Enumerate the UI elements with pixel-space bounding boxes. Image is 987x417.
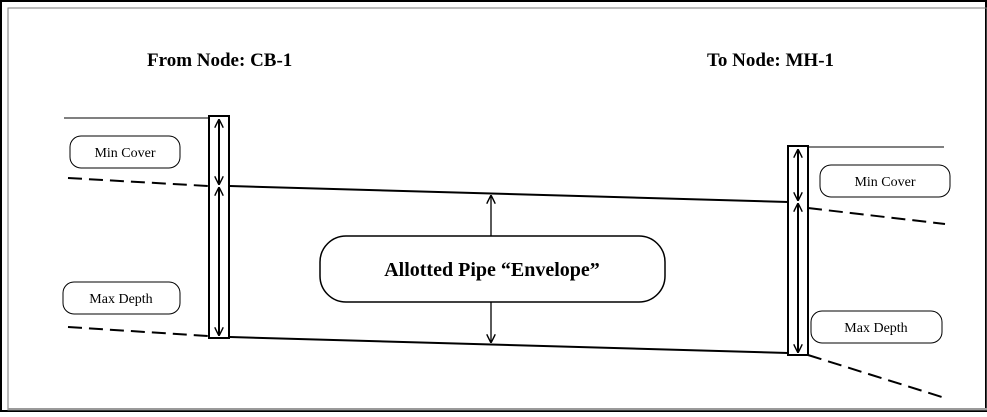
- max-depth-dashed-left: [67, 326, 209, 337]
- right-min-cover-label: Min Cover: [854, 175, 915, 190]
- envelope-top-line: [229, 185, 789, 203]
- to-node-label: To Node: MH-1: [707, 50, 834, 71]
- max-depth-dashed-right: [807, 354, 946, 399]
- envelope-label: Allotted Pipe “Envelope”: [384, 259, 600, 281]
- envelope-bottom-line: [229, 336, 789, 354]
- left-max-depth-box: [62, 281, 181, 315]
- min-cover-dashed-left: [67, 177, 209, 187]
- envelope-box: [319, 235, 666, 303]
- right-max-depth-label: Max Depth: [844, 321, 907, 336]
- right-min-cover-box: [819, 164, 951, 198]
- min-cover-dashed-right: [807, 207, 946, 225]
- left-max-depth-label: Max Depth: [89, 292, 152, 307]
- from-node-label: From Node: CB-1: [147, 50, 292, 71]
- right-max-depth-box: [810, 310, 943, 344]
- left-min-cover-box: [69, 135, 181, 169]
- left-min-cover-label: Min Cover: [94, 146, 155, 161]
